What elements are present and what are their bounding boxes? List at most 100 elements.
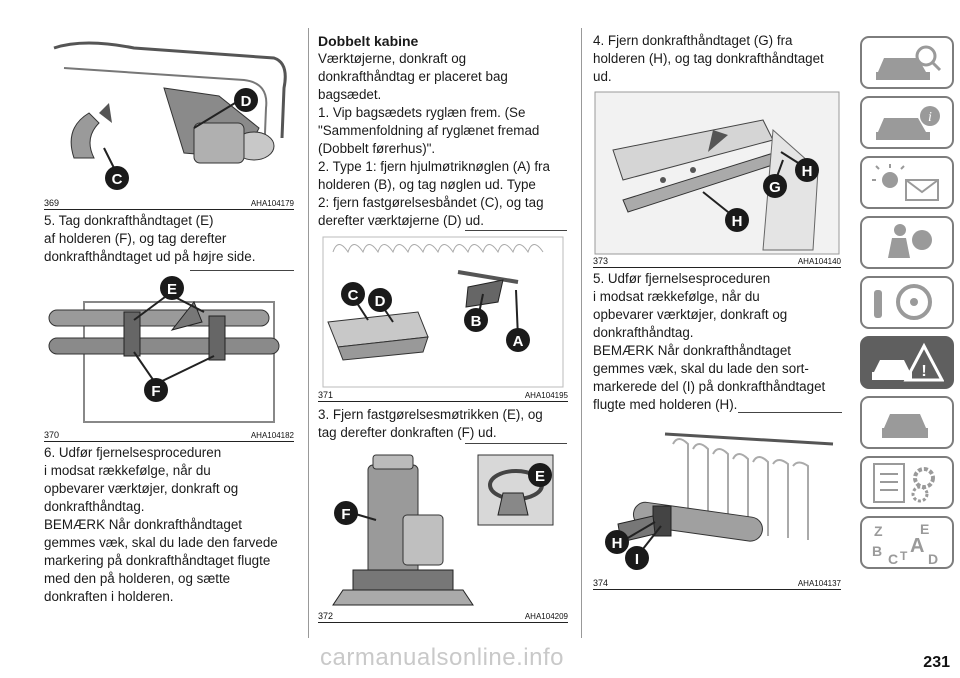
figure-370: E F 370 AHA104182: [44, 272, 294, 442]
tab-car-search[interactable]: [860, 36, 954, 89]
page-number: 231: [923, 654, 950, 671]
tab-specifications[interactable]: [860, 456, 954, 509]
breakdown-triangle-icon: !: [872, 342, 944, 382]
text-line: 5. Tag donkrafthåndtaget (E): [44, 213, 214, 228]
svg-text:!: !: [921, 363, 926, 380]
figure-370-illustration: E F: [48, 276, 280, 423]
col3-step4-text: 4. Fjern donkrafthåndtaget (G) fra holde…: [593, 32, 845, 86]
figure-number: 374: [593, 578, 609, 588]
figure-code: AHA104182: [250, 431, 294, 440]
text-line: "Sammenfoldning af ryglænet fremad: [318, 123, 540, 138]
index-letter: E: [920, 522, 929, 537]
figure-374: H I 374 AHA104137: [593, 414, 841, 590]
index-letter: A: [910, 535, 924, 557]
text-line: 5. Udfør fjernelsesproceduren: [593, 271, 771, 286]
text-line: (Dobbelt førerhus)".: [318, 141, 436, 156]
text-line: holderen (B), og tag nøglen ud. Type: [318, 177, 536, 192]
tab-warning-lights[interactable]: [860, 156, 954, 209]
figure-371: C D B A 371 AHA104195: [318, 232, 568, 402]
figure-code: AHA104195: [524, 391, 568, 400]
text-line: BEMÆRK Når donkrafthåndtaget: [44, 517, 242, 532]
index-letter: Z: [874, 523, 883, 539]
text-line: Værktøjerne, donkraft og: [318, 51, 467, 66]
figure-number: 369: [44, 198, 60, 208]
figure-373-illustration: H G H: [594, 91, 840, 255]
warning-lights-icon: [872, 164, 939, 201]
figure-caption: 369 AHA104179: [44, 199, 294, 210]
section-rule: [465, 443, 567, 444]
label-d: D: [241, 93, 252, 110]
label-h: H: [802, 163, 813, 180]
column-divider: [308, 28, 309, 638]
figure-code: AHA104209: [524, 612, 568, 621]
figure-caption: 370 AHA104182: [44, 431, 294, 442]
figure-caption: 371 AHA104195: [318, 391, 568, 402]
index-letter: D: [928, 551, 938, 566]
tab-index[interactable]: Z E A B C T D: [860, 516, 954, 569]
label-a: A: [513, 333, 524, 350]
label-h: H: [612, 535, 623, 552]
text-line: 4. Fjern donkrafthåndtaget (G) fra: [593, 33, 793, 48]
figure-369-illustration: D C: [53, 41, 287, 190]
text-line: holderen (H), og tag donkrafthåndtaget: [593, 51, 824, 66]
car-search-icon: [876, 45, 942, 80]
section-rule: [465, 230, 567, 231]
col2-step3-text: 3. Fjern fastgørelsesmøtrikken (E), og t…: [318, 406, 573, 442]
svg-text:i: i: [928, 110, 932, 125]
index-letters-icon: Z E A B C T D: [872, 522, 938, 566]
index-letter: B: [872, 543, 882, 559]
col1-step6-text: 6. Udfør fjernelsesproceduren i modsat r…: [44, 444, 299, 606]
spec-gear-icon: [873, 463, 935, 503]
text-line: donkrafthåndtag.: [44, 499, 145, 514]
text-line: derefter værktøjerne (D) ud.: [318, 213, 484, 228]
car-info-icon: i: [876, 106, 940, 140]
tab-car-info[interactable]: i: [860, 96, 954, 149]
text-line: opbevarer værktøjer, donkraft og: [44, 481, 239, 496]
text-line: donkrafthåndtag.: [593, 325, 694, 340]
column-divider: [581, 28, 582, 638]
label-h-lower: H: [732, 213, 743, 230]
text-line: gemmes væk, skal du lade den farvede: [44, 535, 278, 550]
figure-code: AHA104137: [797, 579, 841, 588]
text-line: flugte med holderen (H).: [593, 397, 738, 412]
label-d: D: [375, 293, 386, 310]
index-letter: T: [900, 549, 908, 563]
text-line: i modsat rækkefølge, når du: [44, 463, 211, 478]
text-line: markering på donkrafthåndtaget flugte: [44, 553, 271, 568]
figure-code: AHA104179: [250, 199, 294, 208]
text-line: 2. Type 1: fjern hjulmøtriknøglen (A) fr…: [318, 159, 550, 174]
figure-code: AHA104140: [797, 257, 841, 266]
figure-372-illustration: F E: [332, 454, 554, 606]
tab-car-service[interactable]: [860, 396, 954, 449]
col1-step5-text: 5. Tag donkrafthåndtaget (E) af holderen…: [44, 212, 294, 266]
text-line: BEMÆRK Når donkrafthåndtaget: [593, 343, 791, 358]
figure-374-illustration: H I: [605, 432, 834, 570]
tab-airbag-seat[interactable]: [860, 216, 954, 269]
text-line: af holderen (F), og tag derefter: [44, 231, 227, 246]
figure-371-illustration: C D B A: [322, 236, 564, 388]
label-c: C: [348, 287, 359, 304]
text-line: 2: fjern fastgørelsesbåndet (C), og tag: [318, 195, 544, 210]
label-b: B: [471, 313, 482, 330]
figure-caption: 374 AHA104137: [593, 579, 841, 590]
section-rule: [190, 270, 294, 271]
figure-caption: 372 AHA104209: [318, 612, 568, 623]
text-line: bagsædet.: [318, 87, 382, 102]
figure-373: H G H 373 AHA104140: [593, 90, 841, 268]
label-f: F: [151, 383, 160, 400]
text-line: med den på holderen, og sætte: [44, 571, 231, 586]
label-i: I: [635, 551, 639, 568]
label-c: C: [112, 171, 123, 188]
tab-breakdown[interactable]: !: [860, 336, 954, 389]
col3-step5-text: 5. Udfør fjernelsesproceduren i modsat r…: [593, 270, 845, 414]
text-line: gemmes væk, skal du lade den sort-: [593, 361, 809, 376]
label-f: F: [341, 506, 350, 523]
text-line: donkrafthåndtaget ud på højre side.: [44, 249, 256, 264]
tab-steering-key[interactable]: [860, 276, 954, 329]
section-heading: Dobbelt kabine: [318, 33, 419, 49]
car-service-icon: [882, 414, 928, 438]
text-line: 3. Fjern fastgørelsesmøtrikken (E), og: [318, 407, 543, 422]
text-line: i modsat rækkefølge, når du: [593, 289, 760, 304]
text-line: donkraften i holderen.: [44, 589, 174, 604]
col2-intro-text: Dobbelt kabine Værktøjerne, donkraft og …: [318, 32, 573, 230]
